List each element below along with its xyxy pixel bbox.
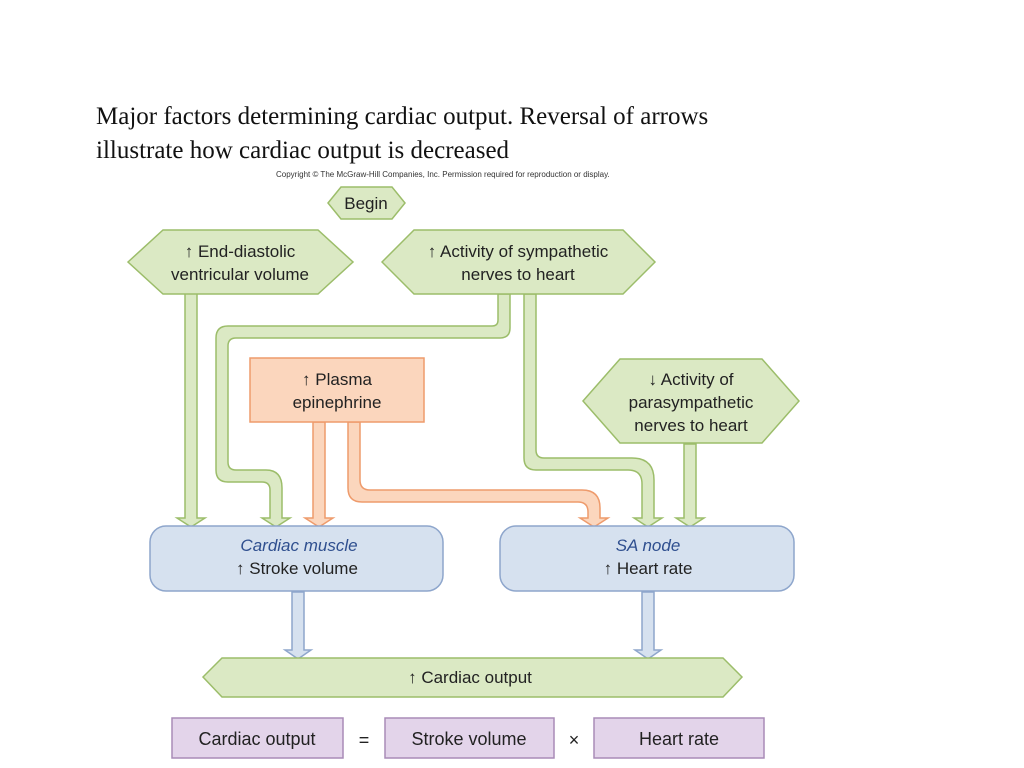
edv-label-line-1: ↑ End-diastolic (185, 242, 296, 261)
sympathetic-label-line-1: ↑ Activity of sympathetic (428, 242, 609, 261)
parasympathetic-label-line-1: ↓ Activity of (648, 370, 733, 389)
equation: Cardiac output = Stroke volume × Heart r… (171, 717, 765, 759)
sympathetic-label-line-2: nerves to heart (461, 265, 575, 284)
caption-line-2: illustrate how cardiac output is decreas… (96, 137, 510, 164)
equation-term-cardiac-output: Cardiac output (198, 729, 315, 749)
begin-label: Begin (344, 194, 387, 213)
arrow-parasympathetic-to-sa-node (673, 443, 707, 528)
diagram-caption: Major factors determining cardiac output… (96, 100, 816, 168)
equation-term-heart-rate-box (593, 717, 765, 759)
equation-term-heart-rate: Heart rate (639, 729, 719, 749)
sympathetic-node: ↑ Activity of sympathetic nerves to hear… (380, 229, 657, 295)
cardiac-muscle-node: Cardiac muscle ↑ Stroke volume (149, 525, 444, 592)
cardiac-output-node: ↑ Cardiac output (201, 657, 744, 698)
heart-rate-label: ↑ Heart rate (604, 559, 693, 578)
edv-node: ↑ End-diastolic ventricular volume (126, 229, 355, 295)
cardiac-output-label: ↑ Cardiac output (408, 668, 532, 687)
arrow-epinephrine-to-sa-node (347, 421, 611, 528)
epinephrine-label-line-2: epinephrine (293, 393, 382, 412)
connectors (174, 291, 707, 660)
equation-equals-sign: = (359, 730, 370, 750)
caption-line-1: Major factors determining cardiac output… (96, 103, 709, 130)
arrow-heart-rate-to-cardiac-output (632, 591, 664, 660)
arrow-sympathetic-to-cardiac-muscle (215, 293, 511, 528)
cardiac-muscle-title: Cardiac muscle (240, 536, 357, 555)
epinephrine-label-line-1: ↑ Plasma (302, 370, 372, 389)
arrow-epinephrine-to-cardiac-muscle (302, 421, 336, 528)
equation-term-cardiac-output-box (171, 717, 344, 759)
arrow-edv-to-cardiac-muscle (174, 291, 208, 528)
stroke-volume-label: ↑ Stroke volume (236, 559, 358, 578)
arrow-sympathetic-to-sa-node (523, 293, 665, 528)
parasympathetic-node: ↓ Activity of parasympathetic nerves to … (582, 358, 800, 444)
equation-term-stroke-volume: Stroke volume (411, 729, 526, 749)
sa-node-title: SA node (616, 536, 681, 555)
arrow-stroke-volume-to-cardiac-output (282, 591, 314, 660)
parasympathetic-label-line-2: parasympathetic (629, 393, 754, 412)
parasympathetic-label-line-3: nerves to heart (634, 416, 748, 435)
epinephrine-node: ↑ Plasma epinephrine (249, 357, 425, 423)
equation-term-stroke-volume-box (384, 717, 555, 759)
equation-multiply-sign: × (569, 730, 580, 750)
edv-label-line-2: ventricular volume (171, 265, 309, 284)
copyright-notice: Copyright © The McGraw-Hill Companies, I… (276, 170, 610, 179)
begin-node: Begin (327, 186, 406, 220)
sa-node-node: SA node ↑ Heart rate (499, 525, 795, 592)
